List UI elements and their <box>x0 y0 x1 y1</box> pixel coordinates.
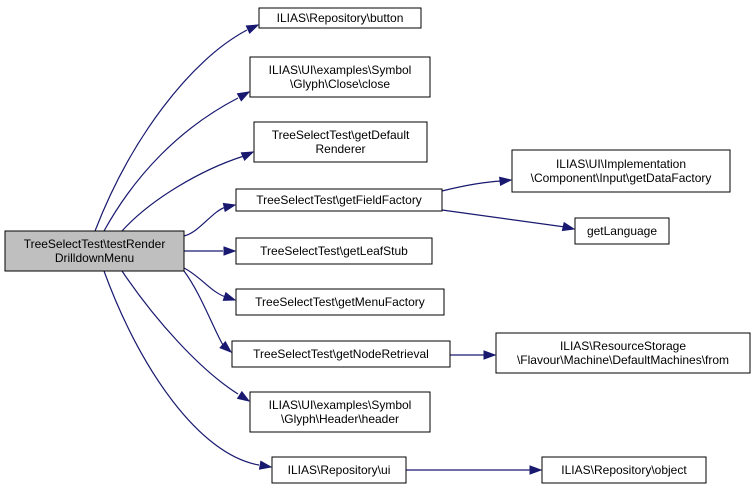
edge-ui-to-object <box>406 465 543 475</box>
node-label-line: TreeSelectTest\getNodeRetrieval <box>253 347 429 361</box>
node-box <box>511 149 731 193</box>
node-label-line: getLanguage <box>587 224 657 238</box>
arrowhead-icon <box>240 151 255 161</box>
arrowhead-icon <box>258 460 273 470</box>
node-header[interactable]: ILIAS\UI\examples\Symbol\Glyph\Header\he… <box>249 391 431 433</box>
edge-root-to-fieldfactory <box>183 202 237 237</box>
node-box <box>249 391 431 433</box>
arrowhead-icon <box>483 350 497 360</box>
node-label-line: ILIAS\Repository\ui <box>288 463 391 477</box>
arrowhead-icon <box>223 246 237 256</box>
node-label-line: \Glyph\Header\header <box>281 412 399 426</box>
edge-fieldfactory-to-language <box>441 209 576 232</box>
node-noderetrieval[interactable]: TreeSelectTest\getNodeRetrieval <box>231 340 451 368</box>
edge-line <box>121 270 239 395</box>
node-label-line: ILIAS\UI\Implementation <box>556 157 686 171</box>
node-box <box>253 121 428 163</box>
node-box <box>249 56 431 98</box>
arrowhead-icon <box>245 24 260 35</box>
edge-root-to-header <box>121 270 251 402</box>
edge-noderetrieval-to-defaultmachines <box>450 350 497 360</box>
arrowhead-icon <box>236 91 251 102</box>
node-close[interactable]: ILIAS\UI\examples\Symbol\Glyph\Close\clo… <box>249 56 431 98</box>
edge-line <box>121 155 245 232</box>
node-box <box>235 288 445 316</box>
edge-root-to-leafstub <box>184 246 237 256</box>
edge-root-to-noderetrieval <box>183 270 233 353</box>
edge-root-to-button <box>94 24 260 232</box>
node-menufactory[interactable]: TreeSelectTest\getMenuFactory <box>235 288 445 316</box>
arrowhead-icon <box>222 202 237 213</box>
edges-layer <box>94 24 576 475</box>
edge-root-to-ui <box>103 270 273 470</box>
node-datafactory[interactable]: ILIAS\UI\Implementation\Component\Input\… <box>511 149 731 193</box>
node-fieldfactory[interactable]: TreeSelectTest\getFieldFactory <box>235 188 443 212</box>
arrowhead-icon <box>499 176 513 186</box>
node-box <box>258 7 422 29</box>
node-label-line: \Glyph\Close\close <box>290 77 390 91</box>
node-defaultmachines[interactable]: ILIAS\ResourceStorage\Flavour\Machine\De… <box>495 332 751 374</box>
edge-line <box>94 29 248 232</box>
edge-line <box>183 267 227 298</box>
arrowhead-icon <box>222 291 237 301</box>
node-box <box>235 188 443 212</box>
edge-line <box>103 270 260 466</box>
edge-root-to-close <box>103 91 251 232</box>
node-label-line: ILIAS\Repository\button <box>277 11 404 25</box>
arrowhead-icon <box>219 340 233 353</box>
node-label-line: DrilldownMenu <box>55 251 134 265</box>
node-label-line: TreeSelectTest\getDefault <box>272 128 410 142</box>
edge-line <box>441 209 566 228</box>
node-object[interactable]: ILIAS\Repository\object <box>541 456 707 484</box>
node-ui[interactable]: ILIAS\Repository\ui <box>271 456 407 484</box>
arrowhead-icon <box>236 390 251 402</box>
edge-line <box>103 97 239 232</box>
node-button[interactable]: ILIAS\Repository\button <box>258 7 422 29</box>
edge-line <box>183 206 227 237</box>
node-box <box>271 456 407 484</box>
node-label-line: ILIAS\ResourceStorage <box>560 339 686 353</box>
node-box <box>231 340 451 368</box>
node-box <box>495 332 751 374</box>
node-label-line: \Component\Input\getDataFactory <box>531 171 712 185</box>
node-box <box>541 456 707 484</box>
node-language[interactable]: getLanguage <box>574 217 670 245</box>
node-label-line: TreeSelectTest\getMenuFactory <box>255 295 425 309</box>
edge-root-to-defrenderer <box>121 151 255 232</box>
node-label-line: ILIAS\UI\examples\Symbol <box>269 63 412 77</box>
node-label-line: ILIAS\Repository\object <box>561 463 687 477</box>
arrowhead-icon <box>561 221 576 232</box>
node-leafstub[interactable]: TreeSelectTest\getLeafStub <box>235 237 433 265</box>
node-label-line: TreeSelectTest\getLeafStub <box>260 244 408 258</box>
node-box <box>235 237 433 265</box>
node-box <box>574 217 670 245</box>
node-label-line: Renderer <box>315 142 365 156</box>
node-box <box>4 230 185 272</box>
edge-line <box>441 180 503 192</box>
edge-root-to-menufactory <box>183 267 237 301</box>
node-label-line: TreeSelectTest\getFieldFactory <box>256 193 422 207</box>
arrowhead-icon <box>529 465 543 475</box>
nodes-layer: TreeSelectTest\testRenderDrilldownMenuIL… <box>4 7 751 484</box>
edge-fieldfactory-to-datafactory <box>441 176 513 192</box>
edge-line <box>183 270 224 346</box>
node-label-line: \Flavour\Machine\DefaultMachines\from <box>517 353 729 367</box>
node-label-line: ILIAS\UI\examples\Symbol <box>269 398 412 412</box>
node-label-line: TreeSelectTest\testRender <box>24 237 166 251</box>
